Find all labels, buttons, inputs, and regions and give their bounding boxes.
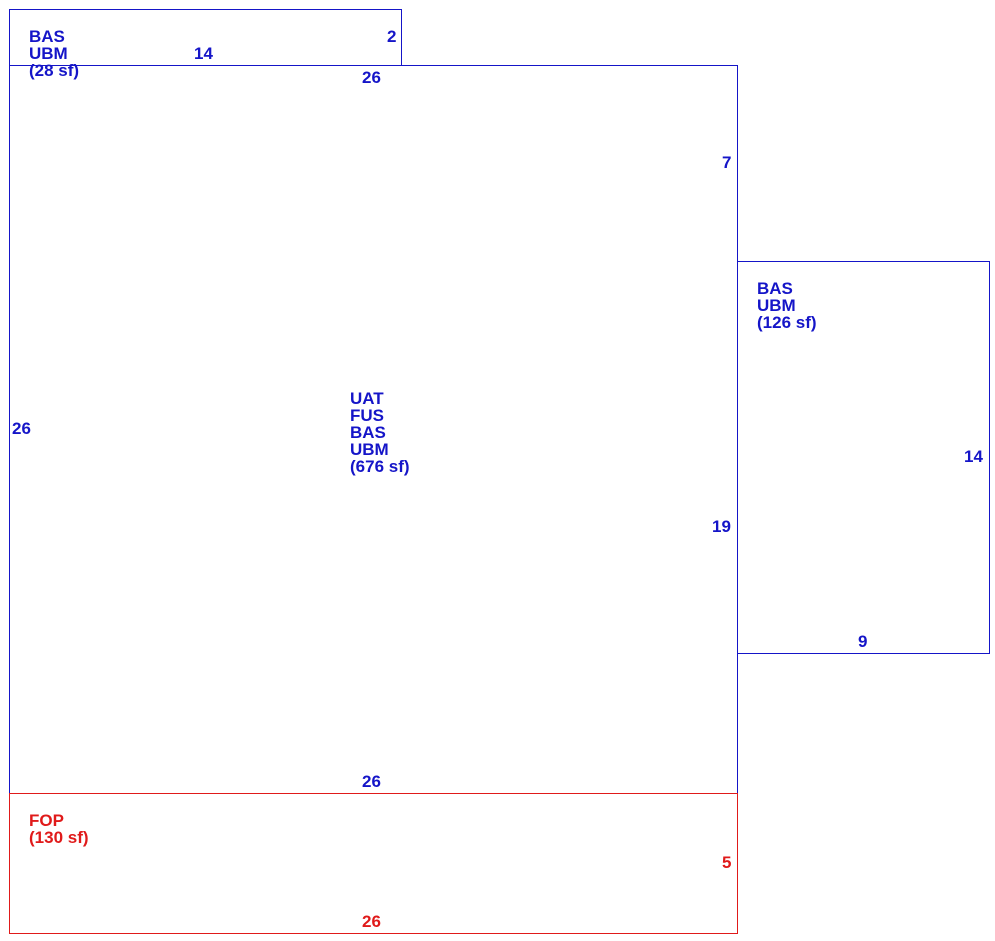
- main-area-label: UAT FUS BAS UBM (676 sf): [350, 390, 410, 475]
- dimension-label: 2: [387, 27, 397, 46]
- area-code: UBM: [757, 296, 796, 315]
- area-code: UBM: [29, 44, 68, 63]
- dimension-label: 7: [722, 153, 732, 172]
- area-sqft: (28 sf): [29, 61, 80, 80]
- dimension-label: 9: [858, 632, 868, 651]
- area-code: FOP: [29, 811, 64, 830]
- area-code: FUS: [350, 406, 384, 425]
- area-sqft: (126 sf): [757, 313, 817, 332]
- dimension-label: 26: [362, 912, 381, 931]
- area-code: BAS: [29, 27, 65, 46]
- dimension-label: 14: [194, 44, 213, 63]
- area-code: BAS: [350, 423, 386, 442]
- area-sqft: (130 sf): [29, 828, 89, 847]
- dimension-label: 19: [712, 517, 731, 536]
- dimension-label: 26: [362, 772, 381, 791]
- dimension-label: 14: [964, 447, 983, 466]
- right-addition-outline: [737, 261, 990, 654]
- porch-label: FOP (130 sf): [29, 812, 89, 846]
- area-code: UBM: [350, 440, 389, 459]
- area-code: UAT: [350, 389, 384, 408]
- area-code: BAS: [757, 279, 793, 298]
- dimension-label: 5: [722, 853, 732, 872]
- porch-outline: [9, 793, 738, 934]
- dimension-label: 26: [12, 419, 31, 438]
- dimension-label: 26: [362, 68, 381, 87]
- right-addition-label: BAS UBM (126 sf): [757, 280, 817, 331]
- area-sqft: (676 sf): [350, 457, 410, 476]
- top-small-area-label: BAS UBM (28 sf): [29, 28, 79, 79]
